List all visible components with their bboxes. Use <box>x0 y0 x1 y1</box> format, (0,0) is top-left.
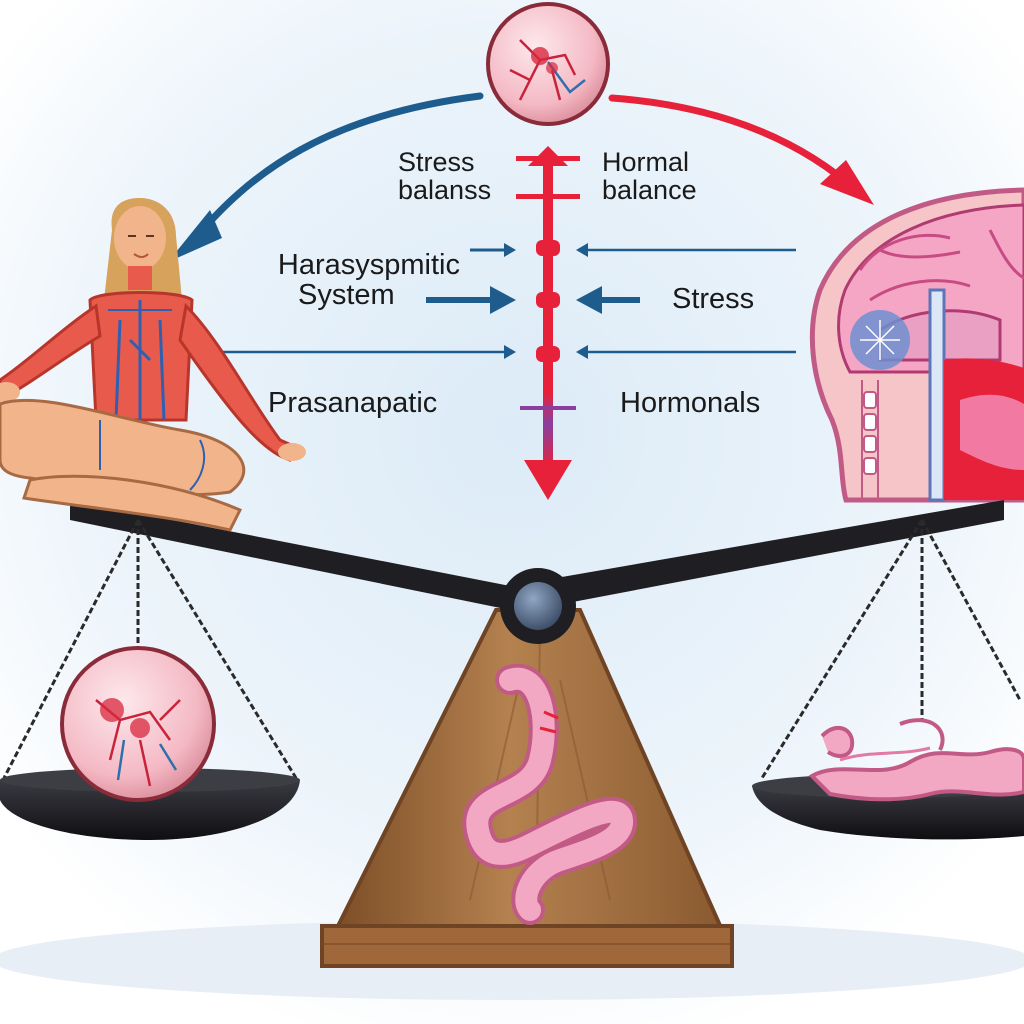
head-brain-cross-section <box>809 187 1024 503</box>
intestine-icon <box>462 663 637 925</box>
arrow-hormonals-icon <box>576 345 796 359</box>
arrow-system-icon <box>426 286 516 314</box>
arrow-stress-icon <box>576 286 640 314</box>
brain-sphere-icon <box>60 646 216 802</box>
arrow-hormal-icon <box>576 243 796 257</box>
central-axis-arrow-icon <box>516 146 580 500</box>
label-prasanapatic: Prasanapatic <box>268 387 438 419</box>
pivot-hub <box>500 568 576 644</box>
curved-arrow-blue-head-icon <box>168 210 222 262</box>
arrow-prasanapatic-icon <box>218 345 516 359</box>
arrow-harasyspmitic-icon <box>470 243 516 257</box>
brain-sphere-icon <box>486 2 610 126</box>
label-harasyspmitic-system: Harasyspmitic System <box>277 249 460 312</box>
label-hormonals: Hormonals <box>620 387 761 419</box>
label-stress-balanss: Stress balanss <box>398 147 492 206</box>
label-hormal-balance: Hormal balance <box>602 147 697 206</box>
intestine-icon <box>808 718 1024 802</box>
curved-arrow-blue-icon <box>186 92 484 249</box>
meditating-woman-figure <box>0 198 306 532</box>
label-stress: Stress <box>672 283 755 315</box>
curved-arrow-red-head-icon <box>820 160 874 205</box>
